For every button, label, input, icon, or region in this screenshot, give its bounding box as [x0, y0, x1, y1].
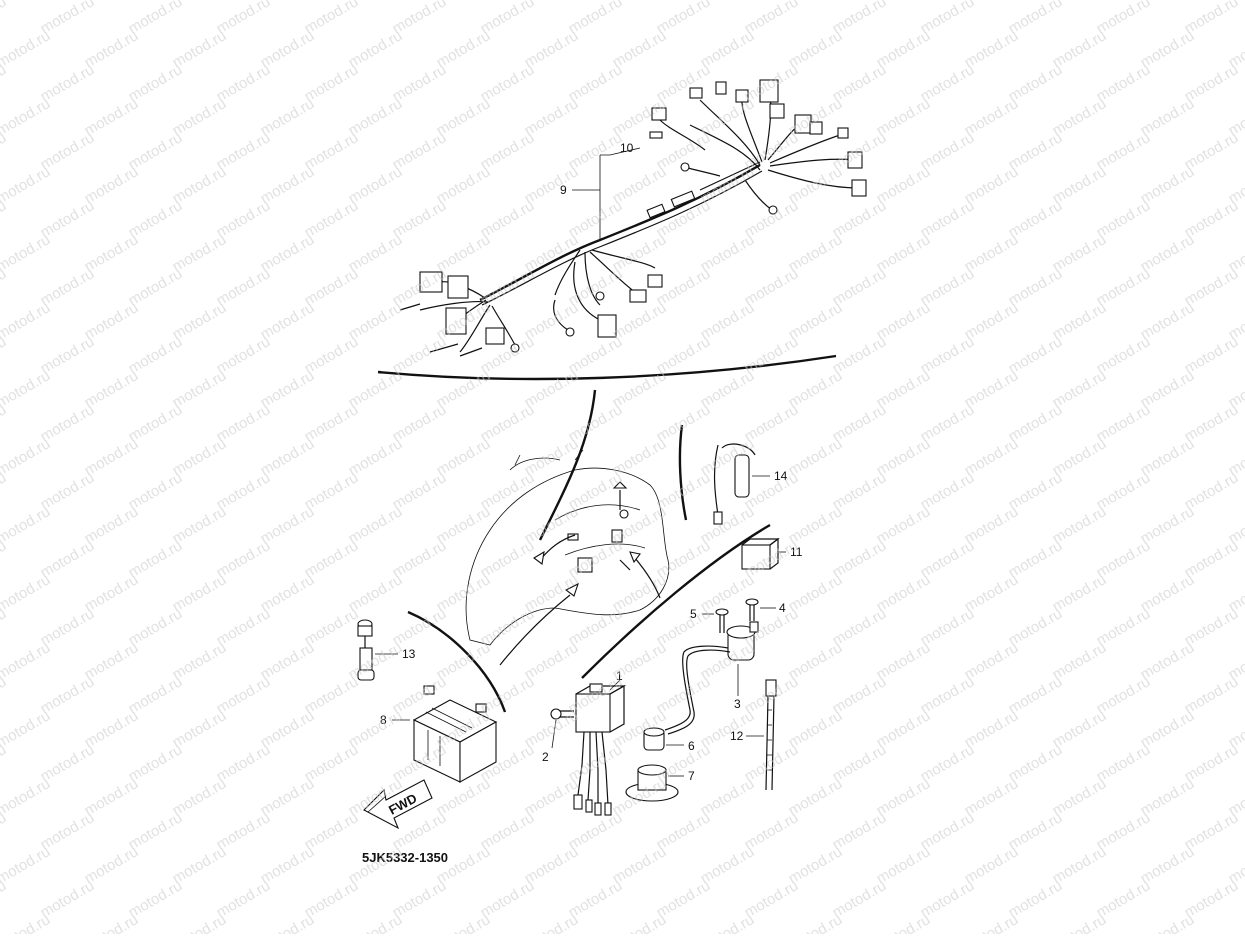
- callout-9: 9: [560, 155, 600, 240]
- wire-harness: [400, 80, 866, 356]
- callout-9-label: 9: [560, 183, 567, 197]
- part-5-screw: 5: [690, 607, 728, 633]
- callout-11-label: 11: [790, 545, 803, 559]
- callout-10-label: 10: [620, 141, 634, 155]
- fwd-arrow: FWD: [364, 780, 432, 828]
- callout-2-label: 2: [542, 750, 549, 764]
- callout-12-label: 12: [730, 729, 744, 743]
- part-11-relay: 11: [742, 539, 803, 569]
- callout-14-label: 14: [774, 469, 788, 483]
- part-6-plug-cap: 6: [644, 728, 695, 753]
- callout-6-label: 6: [688, 739, 695, 753]
- part-13-fuse: 13: [358, 620, 416, 680]
- callout-8-label: 8: [380, 713, 387, 727]
- part-8-battery: 8: [380, 686, 496, 782]
- part-3-ignition-coil: 3: [665, 622, 758, 734]
- part-1-cdi-unit: 1: [574, 669, 624, 815]
- callout-4-label: 4: [779, 601, 786, 615]
- part-2-bolt: 2: [542, 709, 574, 764]
- section-dividers: [378, 356, 836, 712]
- callout-7-label: 7: [688, 769, 695, 783]
- part-14-sensor: 14: [714, 444, 788, 524]
- part-4-bolt: 4: [746, 599, 786, 621]
- diagram-code: 5JK5332-1350: [362, 850, 448, 865]
- callout-3-label: 3: [734, 697, 741, 711]
- callout-1-label: 1: [616, 669, 623, 683]
- callout-5-label: 5: [690, 607, 697, 621]
- part-7-cover: 7: [626, 765, 695, 801]
- callout-10: 10: [600, 141, 640, 155]
- callout-13-label: 13: [402, 647, 416, 661]
